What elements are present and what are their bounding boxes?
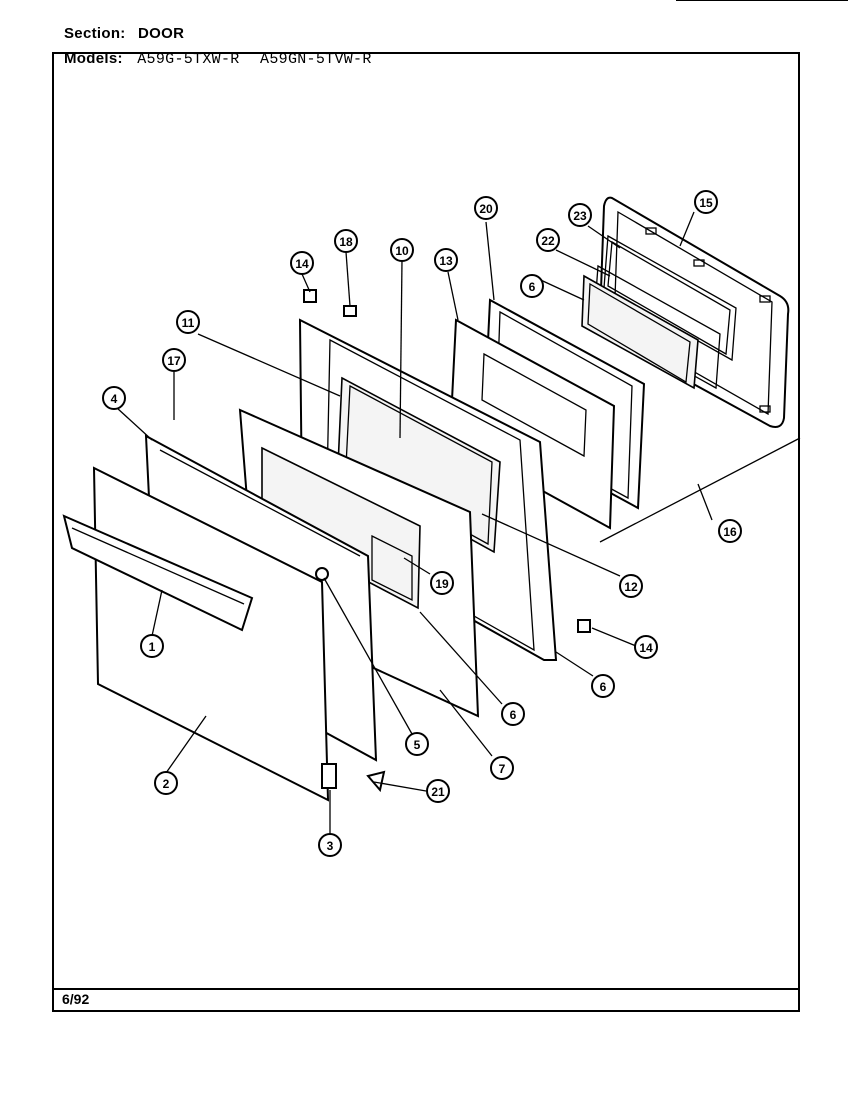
- part-hardware: [303, 289, 591, 793]
- callout-16: 16: [718, 519, 742, 543]
- svg-text:23: 23: [573, 209, 587, 223]
- callout-13: 13: [434, 248, 458, 272]
- top-edge-line: [676, 0, 848, 1]
- svg-text:21: 21: [431, 785, 445, 799]
- section-value: DOOR: [138, 25, 185, 42]
- svg-text:12: 12: [624, 580, 638, 594]
- leader-lines: [116, 211, 713, 834]
- section-header: Section: DOOR: [64, 25, 184, 42]
- svg-text:1: 1: [149, 640, 156, 654]
- callout-12: 12: [619, 574, 643, 598]
- callout-4: 4: [102, 386, 126, 410]
- callout-22: 22: [536, 228, 560, 252]
- callout-14-top: 14: [290, 251, 314, 275]
- svg-text:6: 6: [529, 280, 536, 294]
- svg-text:7: 7: [499, 762, 506, 776]
- callout-21: 21: [426, 779, 450, 803]
- callout-6-lower: 6: [501, 702, 525, 726]
- callout-18: 18: [334, 229, 358, 253]
- svg-text:17: 17: [167, 354, 181, 368]
- section-label: Section:: [64, 25, 126, 42]
- svg-text:3: 3: [327, 839, 334, 853]
- part-inner-glass: [581, 274, 699, 390]
- footer-date: 6/92: [62, 991, 90, 1007]
- svg-text:11: 11: [182, 316, 195, 330]
- part-back-panel: [598, 196, 790, 428]
- svg-text:15: 15: [699, 196, 713, 210]
- footer-divider: [52, 988, 800, 990]
- svg-text:6: 6: [600, 680, 607, 694]
- models-label: Models:: [64, 50, 123, 67]
- callout-6-right: 6: [591, 674, 615, 698]
- callout-20: 20: [474, 196, 498, 220]
- callout-5: 5: [405, 732, 429, 756]
- model-number-1: A59G-5TXW-R: [137, 51, 240, 68]
- svg-text:22: 22: [541, 234, 555, 248]
- svg-text:4: 4: [111, 392, 118, 406]
- models-header: Models: A59G-5TXW-R A59GN-5TVW-R: [64, 50, 372, 68]
- callout-10: 10: [390, 238, 414, 262]
- svg-text:6: 6: [510, 708, 517, 722]
- model-number-2: A59GN-5TVW-R: [260, 51, 372, 68]
- callout-23: 23: [568, 203, 592, 227]
- svg-text:18: 18: [339, 235, 353, 249]
- part-vent: [371, 534, 413, 602]
- callout-2: 2: [154, 771, 178, 795]
- svg-text:19: 19: [435, 577, 449, 591]
- svg-text:10: 10: [395, 244, 409, 258]
- callout-7: 7: [490, 756, 514, 780]
- svg-text:2: 2: [163, 777, 170, 791]
- callout-17: 17: [162, 348, 186, 372]
- svg-text:14: 14: [639, 641, 653, 655]
- diagram-frame: [52, 52, 800, 1012]
- callout-11: 11: [176, 310, 200, 334]
- part-door-handle: [62, 514, 254, 632]
- callout-3: 3: [318, 833, 342, 857]
- callout-1: 1: [140, 634, 164, 658]
- svg-text:5: 5: [414, 738, 421, 752]
- callout-6-glass: 6: [520, 274, 544, 298]
- callout-15: 15: [694, 190, 718, 214]
- part-outer-door-panel: [92, 466, 330, 802]
- callout-19: 19: [430, 571, 454, 595]
- svg-text:16: 16: [723, 525, 737, 539]
- callout-14-right: 14: [634, 635, 658, 659]
- svg-text:13: 13: [439, 254, 453, 268]
- svg-text:20: 20: [479, 202, 493, 216]
- svg-text:14: 14: [295, 257, 309, 271]
